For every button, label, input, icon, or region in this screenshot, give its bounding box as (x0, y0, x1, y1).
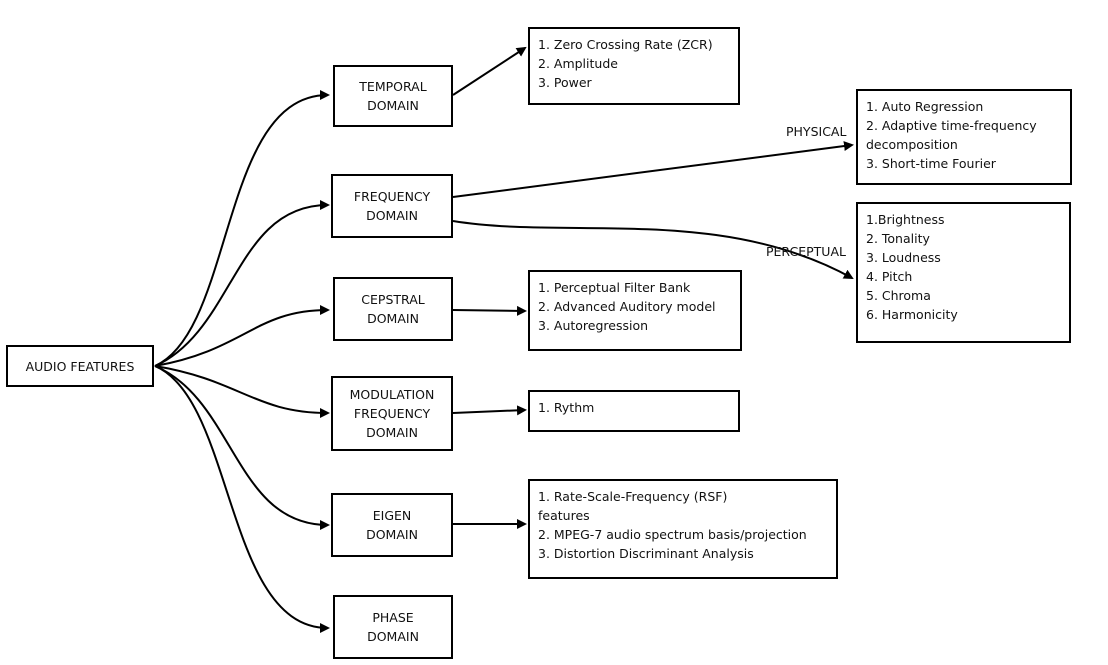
feature-item: 2. Tonality (866, 231, 930, 246)
phase-domain-node: PHASE DOMAIN (333, 595, 453, 659)
feature-item: 2. Advanced Auditory model (538, 299, 716, 314)
modulation-frequency-domain-node: MODULATION FREQUENCY DOMAIN (331, 376, 453, 451)
temporal-domain-line: TEMPORAL (359, 79, 427, 94)
perceptual-edge-label: PERCEPTUAL (766, 244, 846, 259)
eigen-domain-line: DOMAIN (366, 527, 418, 542)
frequency-domain-line: FREQUENCY (353, 189, 431, 204)
edge-modulation-features (452, 405, 527, 416)
edge-root-temporal (154, 90, 330, 367)
physical-features-box: 1. Auto Regression 2. Adaptive time-freq… (856, 89, 1072, 185)
eigen-features-box: 1. Rate-Scale-Frequency (RSF) features 2… (528, 479, 838, 579)
edge-frequency-perceptual (452, 220, 854, 279)
feature-item: 3. Power (538, 75, 592, 90)
feature-item: 5. Chroma (866, 288, 931, 303)
feature-item: 4. Pitch (866, 269, 913, 284)
edge-root-phase (154, 365, 330, 633)
feature-item: 1.Brightness (866, 212, 945, 227)
modulation-domain-line: DOMAIN (366, 425, 418, 440)
modulation-domain-line: FREQUENCY (353, 406, 431, 421)
cepstral-domain-line: CEPSTRAL (361, 292, 425, 307)
edge-cepstral-features (452, 305, 527, 316)
feature-item: features (538, 508, 590, 523)
feature-item: 1. Rythm (538, 400, 595, 415)
feature-item: 3. Short-time Fourier (866, 156, 996, 171)
edge-root-modulation (154, 365, 330, 418)
edge-root-cepstral (154, 305, 330, 367)
audio-features-node: AUDIO FEATURES (6, 345, 154, 387)
audio-features-label: AUDIO FEATURES (25, 358, 135, 374)
feature-item: 2. Amplitude (538, 56, 618, 71)
cepstral-domain-node: CEPSTRAL DOMAIN (333, 277, 453, 341)
perceptual-features-box: 1.Brightness 2. Tonality 3. Loudness 4. … (856, 202, 1071, 343)
modulation-features-box: 1. Rythm (528, 390, 740, 432)
feature-item: 6. Harmonicity (866, 307, 958, 322)
feature-item: 2. Adaptive time-frequency (866, 118, 1037, 133)
temporal-domain-node: TEMPORAL DOMAIN (333, 65, 453, 127)
frequency-domain-node: FREQUENCY DOMAIN (331, 174, 453, 238)
feature-item: 3. Loudness (866, 250, 941, 265)
cepstral-domain-line: DOMAIN (367, 311, 419, 326)
feature-item: 3. Autoregression (538, 318, 649, 333)
feature-item: decomposition (866, 137, 958, 152)
feature-item: 1. Auto Regression (866, 99, 984, 114)
feature-item: 2. MPEG-7 audio spectrum basis/projectio… (538, 527, 807, 542)
physical-edge-label: PHYSICAL (786, 124, 847, 139)
modulation-domain-line: MODULATION (349, 387, 435, 402)
temporal-features-box: 1. Zero Crossing Rate (ZCR) 2. Amplitude… (528, 27, 740, 105)
cepstral-features-box: 1. Perceptual Filter Bank 2. Advanced Au… (528, 270, 742, 351)
edge-temporal-features (452, 46, 527, 96)
eigen-domain-line: EIGEN (372, 508, 412, 523)
feature-item: 1. Zero Crossing Rate (ZCR) (538, 37, 713, 52)
feature-item: 3. Distortion Discriminant Analysis (538, 546, 754, 561)
edge-frequency-physical (452, 141, 854, 198)
feature-item: 1. Rate-Scale-Frequency (RSF) (538, 489, 728, 504)
temporal-domain-line: DOMAIN (367, 98, 419, 113)
frequency-domain-line: DOMAIN (366, 208, 418, 223)
eigen-domain-node: EIGEN DOMAIN (331, 493, 453, 557)
phase-domain-line: DOMAIN (367, 629, 419, 644)
feature-item: 1. Perceptual Filter Bank (538, 280, 691, 295)
phase-domain-line: PHASE (372, 610, 414, 625)
edge-root-eigen (154, 365, 330, 530)
edge-root-frequency (154, 200, 330, 367)
